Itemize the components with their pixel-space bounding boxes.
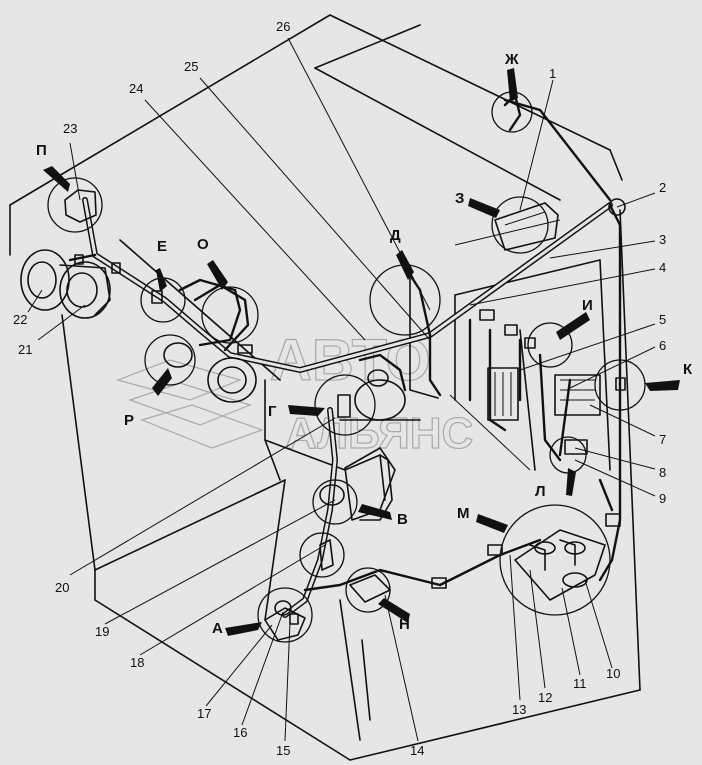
label-G: Г [268, 403, 277, 420]
label-11: 11 [573, 676, 587, 691]
watermark-logo [116, 359, 264, 449]
label-9: 9 [659, 491, 666, 506]
label-O: О [197, 236, 209, 253]
label-E: Е [157, 238, 167, 255]
label-13: 13 [512, 702, 526, 717]
label-Z: З [455, 190, 464, 207]
label-Zh: Ж [504, 51, 519, 68]
number-labels: 1 2 3 4 5 6 7 8 9 10 11 12 13 14 15 16 1… [13, 19, 666, 758]
label-D: Д [390, 227, 401, 244]
wiring-harness [68, 98, 622, 618]
label-V: В [397, 511, 408, 528]
label-6: 6 [659, 338, 666, 353]
label-K: К [683, 361, 693, 378]
label-12: 12 [538, 690, 552, 705]
label-5: 5 [659, 312, 666, 327]
label-26: 26 [276, 19, 290, 34]
label-14: 14 [410, 743, 424, 758]
label-1: 1 [549, 66, 556, 81]
label-M: М [457, 505, 470, 522]
label-R: Р [124, 412, 134, 429]
components [20, 93, 626, 641]
label-4: 4 [659, 260, 666, 275]
label-22: 22 [13, 312, 27, 327]
label-8: 8 [659, 465, 666, 480]
headlamp-21 [59, 261, 111, 319]
label-P: П [36, 142, 47, 159]
letter-labels: А В Г Д Е Ж З И К Л М Н О П Р [36, 51, 693, 637]
lamp-1 [494, 202, 559, 251]
label-A: А [212, 620, 223, 637]
label-25: 25 [184, 59, 198, 74]
label-18: 18 [130, 655, 144, 670]
label-2: 2 [659, 180, 666, 195]
label-20: 20 [55, 580, 69, 595]
label-24: 24 [129, 81, 143, 96]
pointer-arrows [43, 68, 680, 636]
label-10: 10 [606, 666, 620, 681]
label-19: 19 [95, 624, 109, 639]
label-N: Н [399, 616, 410, 633]
label-7: 7 [659, 432, 666, 447]
watermark-text-2: АЛЬЯНС [285, 409, 473, 458]
label-17: 17 [197, 706, 211, 721]
label-3: 3 [659, 232, 666, 247]
label-15: 15 [276, 743, 290, 758]
label-21: 21 [18, 342, 32, 357]
label-23: 23 [63, 121, 77, 136]
label-16: 16 [233, 725, 247, 740]
watermark: АВТО АЛЬЯНС [116, 327, 474, 459]
leader-lines [27, 37, 656, 742]
watermark-text-1: АВТО [270, 328, 431, 393]
label-I: И [582, 297, 593, 314]
label-L: Л [535, 483, 546, 500]
horn-O [207, 357, 257, 403]
lamp-23 [64, 189, 97, 223]
